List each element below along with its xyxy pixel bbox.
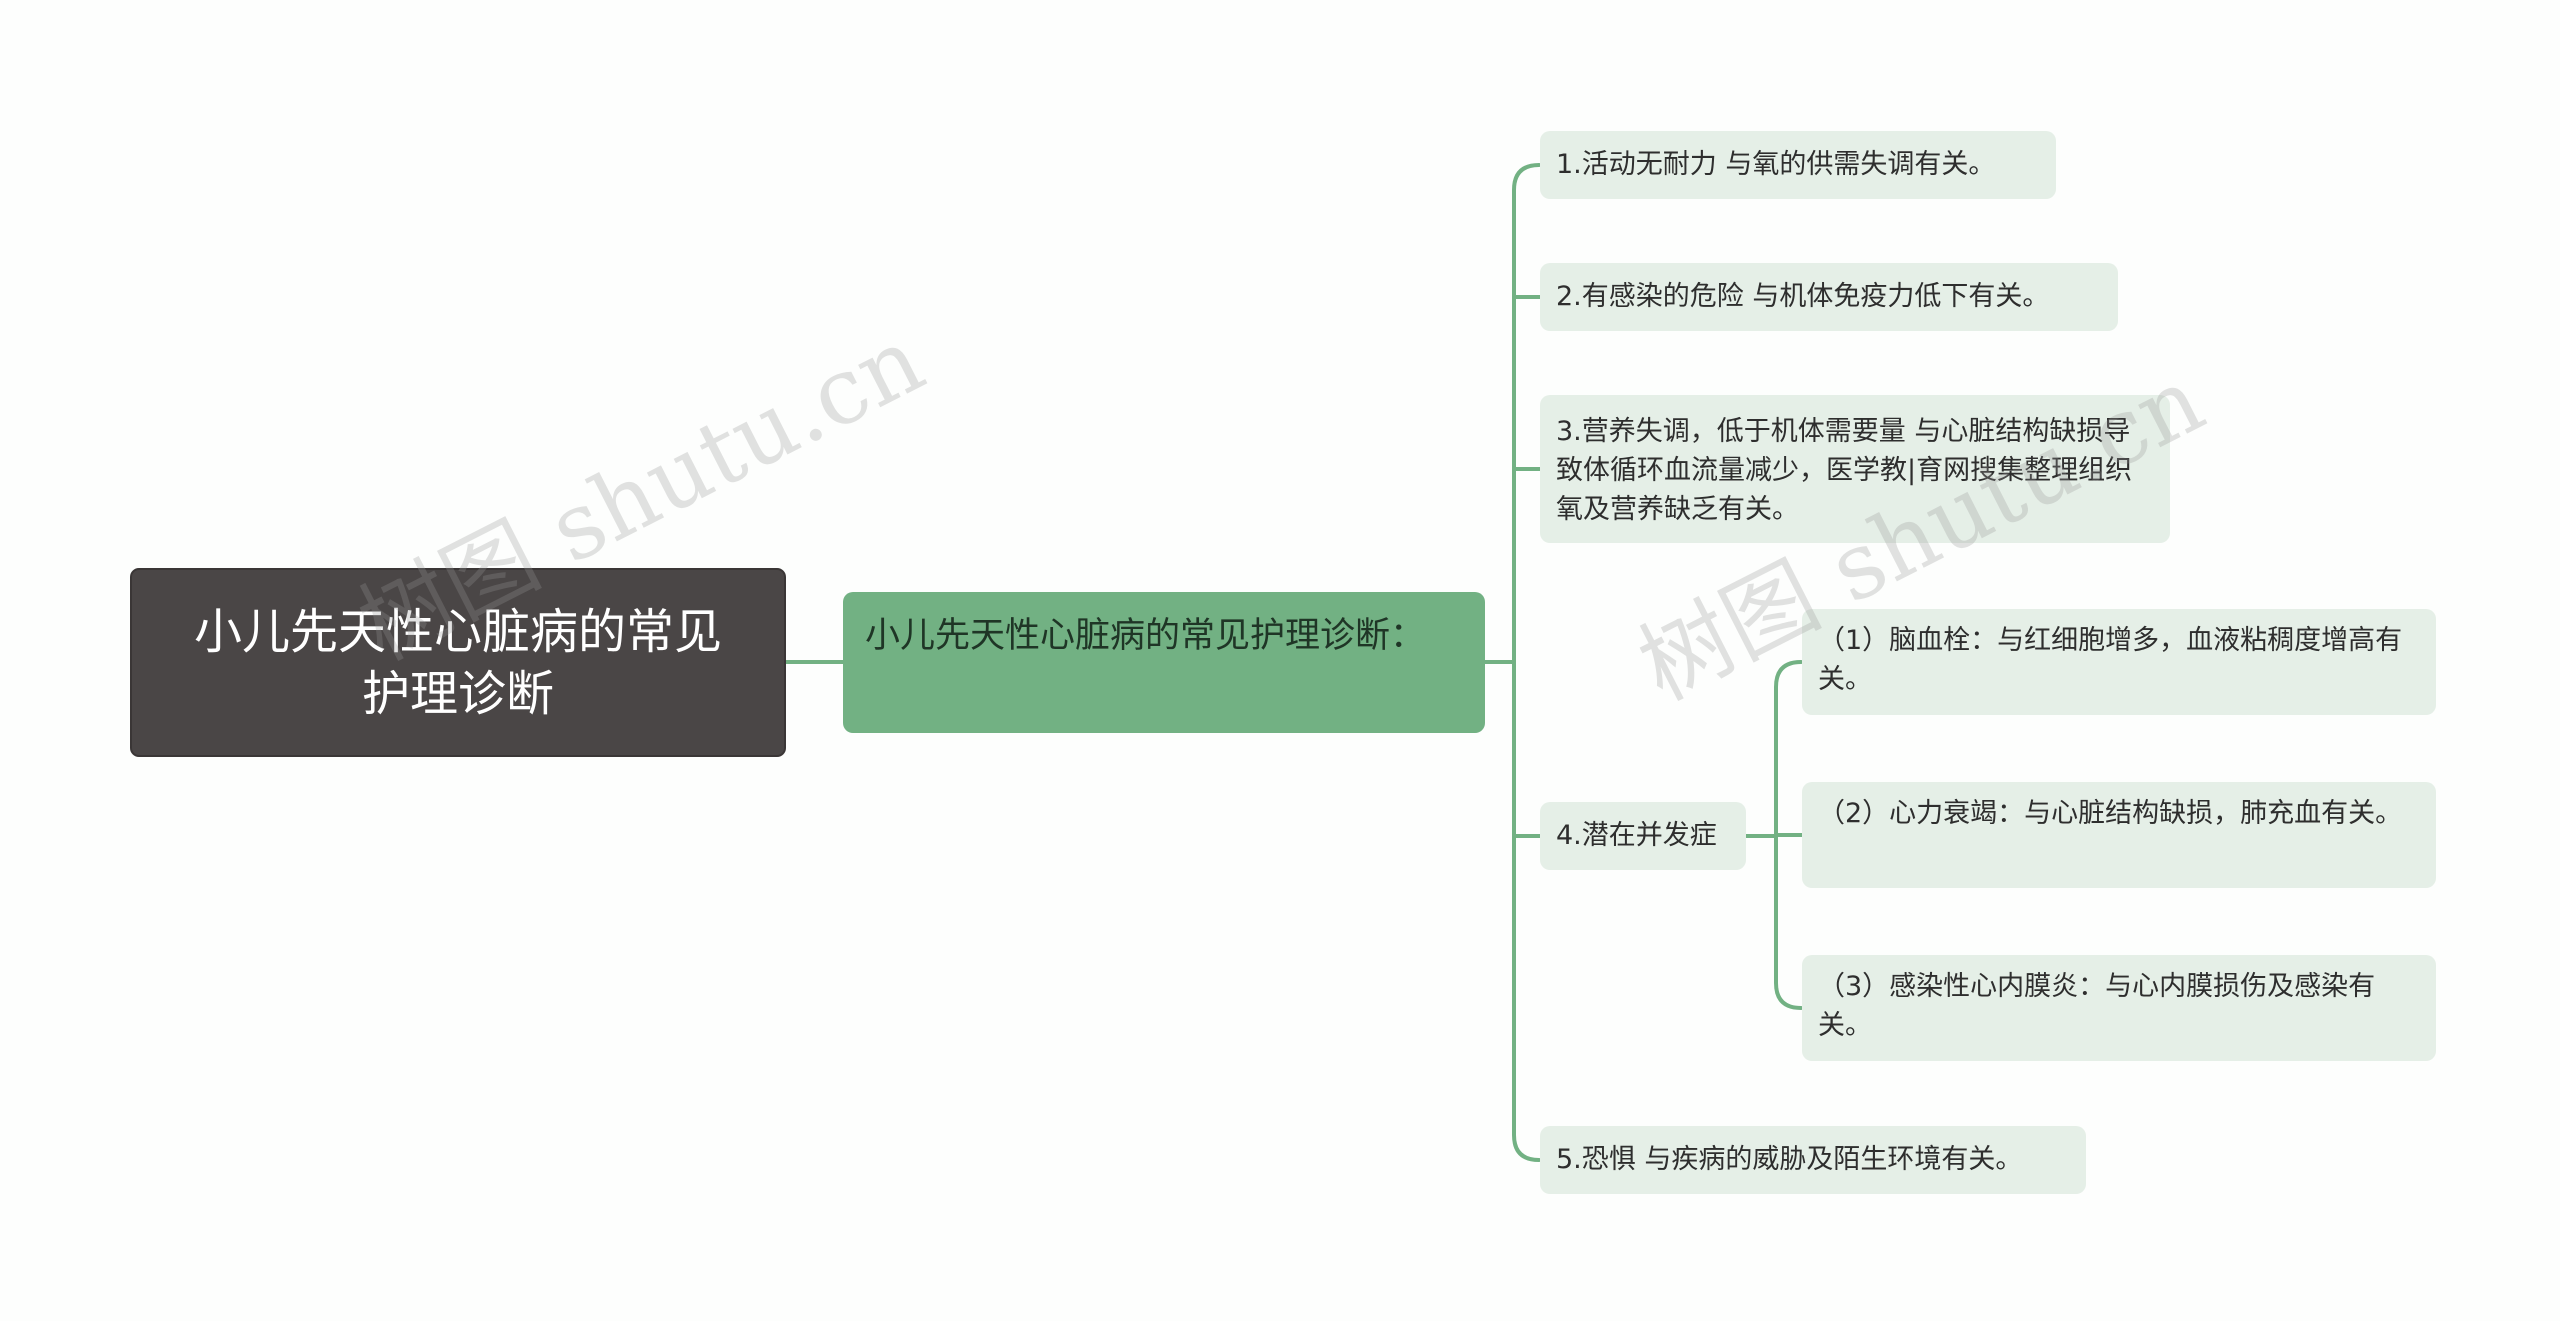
subtopic-3-text: 3.营养失调，低于机体需要量 与心脏结构缺损导致体循环血流量减少，医学教|育网搜…: [1556, 416, 2133, 525]
complication-1-text: （1）脑血栓：与红细胞增多，血液粘稠度增高有关。: [1818, 625, 2403, 695]
root-topic-text: 小儿先天性心脏病的常见护理诊断: [193, 603, 722, 722]
subtopic-3[interactable]: 3.营养失调，低于机体需要量 与心脏结构缺损导致体循环血流量减少，医学教|育网搜…: [1540, 395, 2170, 543]
subtopic-2-text: 2.有感染的危险 与机体免疫力低下有关。: [1556, 281, 2050, 312]
subtopic-4-text: 4.潜在并发症: [1556, 820, 1717, 851]
branch-topic[interactable]: 小儿先天性心脏病的常见护理诊断：: [843, 592, 1485, 733]
subtopic-1[interactable]: 1.活动无耐力 与氧的供需失调有关。: [1540, 131, 2056, 199]
complication-2-text: （2）心力衰竭：与心脏结构缺损，肺充血有关。: [1818, 798, 2403, 829]
complication-2[interactable]: （2）心力衰竭：与心脏结构缺损，肺充血有关。: [1802, 782, 2436, 888]
connector-sub-trunk: [1774, 660, 1803, 1010]
subtopic-5-text: 5.恐惧 与疾病的威胁及陌生环境有关。: [1556, 1144, 2023, 1175]
subtopic-4[interactable]: 4.潜在并发症: [1540, 802, 1746, 870]
subtopic-5[interactable]: 5.恐惧 与疾病的威胁及陌生环境有关。: [1540, 1126, 2086, 1194]
root-topic[interactable]: 小儿先天性心脏病的常见护理诊断: [130, 568, 786, 757]
complication-3-text: （3）感染性心内膜炎：与心内膜损伤及感染有关。: [1818, 971, 2376, 1041]
connector-trunk: [1512, 163, 1541, 1162]
subtopic-2[interactable]: 2.有感染的危险 与机体免疫力低下有关。: [1540, 263, 2118, 331]
complication-1[interactable]: （1）脑血栓：与红细胞增多，血液粘稠度增高有关。: [1802, 609, 2436, 715]
complication-3[interactable]: （3）感染性心内膜炎：与心内膜损伤及感染有关。: [1802, 955, 2436, 1061]
branch-topic-text: 小儿先天性心脏病的常见护理诊断：: [865, 616, 1426, 656]
subtopic-1-text: 1.活动无耐力 与氧的供需失调有关。: [1556, 149, 1996, 180]
